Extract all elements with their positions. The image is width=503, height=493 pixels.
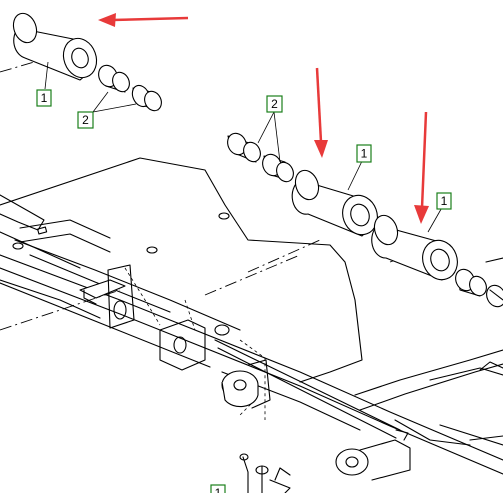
callout-2-top-left: 2	[77, 111, 94, 129]
callout-2-top-left-label: 2	[82, 113, 89, 127]
callout-2-middle-label: 2	[271, 97, 278, 111]
callout-1-right-label: 1	[441, 194, 448, 208]
bushing-right	[371, 214, 458, 281]
arrow-down-indicator-right	[414, 111, 429, 224]
callout-1-bottom-label: 1	[215, 486, 222, 493]
spacer-pair-middle	[227, 132, 294, 183]
axis-lines	[0, 57, 426, 331]
arrow-down-indicator-middle	[314, 67, 328, 158]
spacer-pair-right	[455, 257, 503, 308]
callout-1-top-left-label: 1	[41, 91, 48, 105]
callout-1-middle-label: 1	[361, 147, 368, 161]
callout-2-middle: 2	[266, 95, 283, 113]
callout-1-top-left: 1	[36, 89, 52, 107]
callout-1-middle: 1	[356, 144, 372, 163]
bushing-middle	[291, 169, 378, 237]
bushing-top-left	[12, 12, 98, 81]
indicator-arrows	[98, 13, 429, 224]
arrow-left-indicator	[98, 13, 189, 27]
frame-assembly	[0, 157, 503, 493]
callout-1-bottom: 1	[210, 484, 226, 493]
spacer-pair-top-left	[98, 64, 162, 112]
callout-1-right: 1	[436, 192, 452, 210]
